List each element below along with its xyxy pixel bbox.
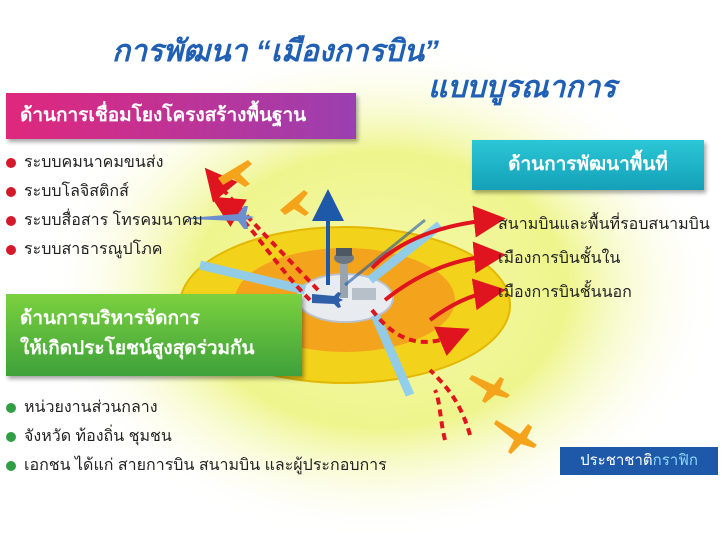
terminal-building-icon	[352, 288, 376, 300]
list-item: เมืองการบินชั้นนอก	[498, 284, 632, 301]
list-item: สนามบินและพื้นที่รอบสนามบิน	[498, 216, 710, 233]
title-quoted: “เมืองการบิน”	[255, 35, 440, 68]
bullet-icon	[6, 432, 16, 442]
management-heading-line2: ให้เกิดประโยชน์สูงสุดร่วมกัน	[20, 338, 255, 359]
area-development-list: สนามบินและพื้นที่รอบสนามบิน เมืองการบินช…	[498, 208, 710, 310]
bullet-icon	[6, 158, 16, 168]
connectivity-list: ระบบคมนาคมขนส่ง ระบบโลจิสติกส์ ระบบสื่อส…	[6, 148, 203, 264]
list-item: จังหวัด ท้องถิ่น ชุมชน	[6, 422, 387, 451]
management-list: หน่วยงานส่วนกลาง จังหวัด ท้องถิ่น ชุมชน …	[6, 393, 387, 480]
bullet-icon	[6, 245, 16, 255]
main-title-line1: การพัฒนา “เมืองการบิน”	[112, 28, 439, 75]
bullet-icon	[6, 187, 16, 197]
bullet-icon	[6, 461, 16, 471]
list-item: ระบบคมนาคมขนส่ง	[6, 148, 203, 177]
airplane-icon	[469, 375, 510, 403]
control-tower-icon	[334, 248, 354, 298]
blue-diagonal-arrow	[344, 218, 426, 287]
list-item: ระบบโลจิสติกส์	[6, 177, 203, 206]
red-dashed-arrows	[204, 167, 472, 441]
list-item: ระบบสื่อสาร โทรคมนาคม	[6, 206, 203, 235]
connectivity-heading: ด้านการเชื่อมโยงโครงสร้างพื้นฐาน	[6, 93, 356, 139]
list-item: หน่วยงานส่วนกลาง	[6, 393, 387, 422]
title-prefix: การพัฒนา	[112, 35, 256, 68]
main-title-line2: แบบบูรณาการ	[428, 71, 617, 104]
bullet-icon	[6, 216, 16, 226]
credit-part2: กราฟิก	[652, 452, 698, 469]
airplane-icon	[188, 206, 254, 229]
area-development-heading: ด้านการพัฒนาพื้นที่	[472, 140, 704, 190]
management-heading: ด้านการบริหารจัดการ ให้เกิดประโยชน์สูงสุ…	[6, 294, 302, 376]
credit-badge: ประชาชาติกราฟิก	[560, 447, 718, 475]
list-item: ระบบสาธารณูปโภค	[6, 235, 203, 264]
red-solid-arcs	[370, 205, 506, 322]
credit-part1: ประชาชาติ	[580, 452, 653, 469]
bullet-icon	[6, 403, 16, 413]
management-heading-line1: ด้านการบริหารจัดการ	[20, 308, 200, 329]
list-item: เมืองการบินชั้นใน	[498, 250, 621, 267]
airplane-icon	[280, 190, 309, 216]
airplane-icon	[312, 292, 343, 308]
airplane-icon	[494, 420, 537, 454]
airplane-icon	[218, 160, 252, 187]
list-item: เอกชน ได้แก่ สายการบิน สนามบิน และผู้ประ…	[6, 451, 387, 480]
